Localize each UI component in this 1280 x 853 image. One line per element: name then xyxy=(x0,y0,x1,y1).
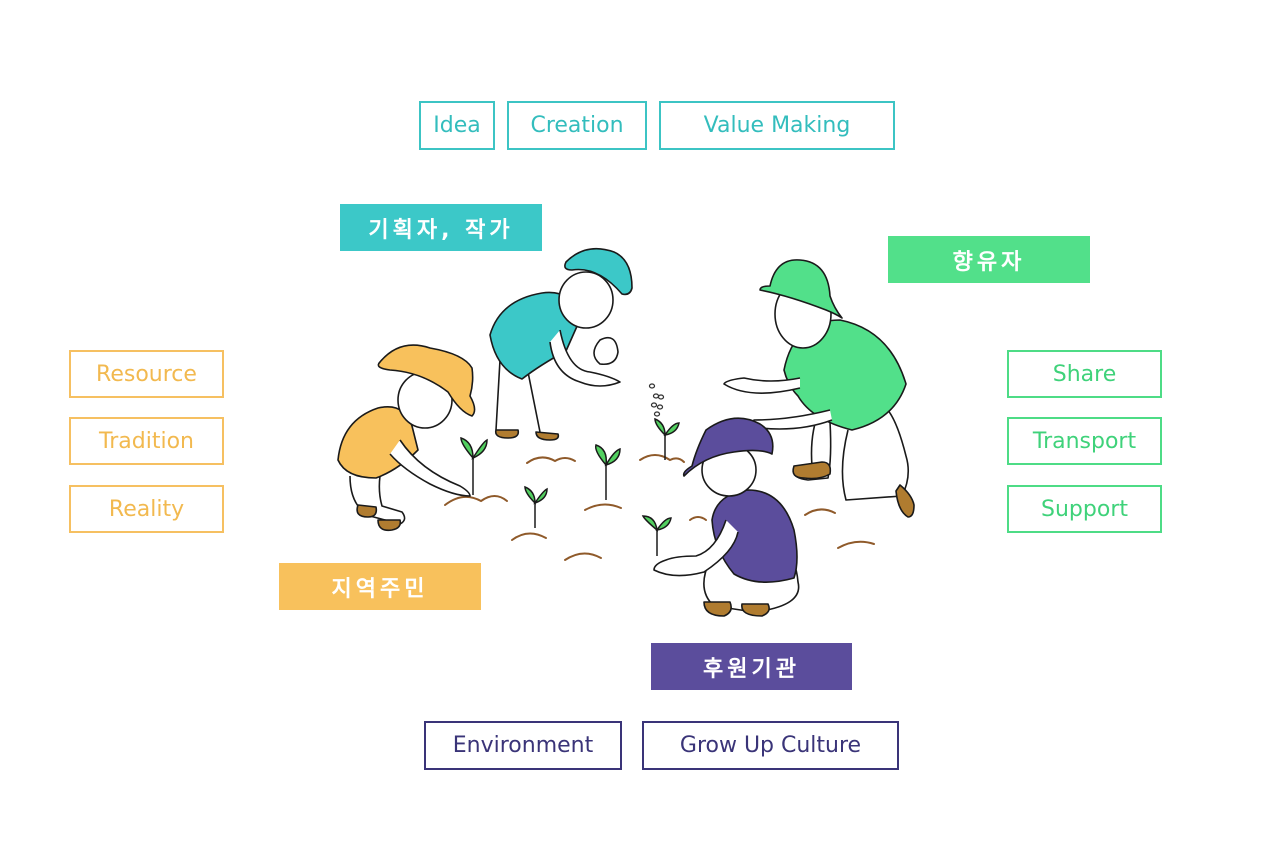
role-label-enjoyer: 향유자 xyxy=(888,236,1090,283)
keyword-environment: Environment xyxy=(424,721,622,770)
keyword-tradition: Tradition xyxy=(69,417,224,465)
keyword-share: Share xyxy=(1007,350,1162,398)
role-label-residents: 지역주민 xyxy=(279,563,481,610)
keyword-resource: Resource xyxy=(69,350,224,398)
enjoyer-figure xyxy=(723,259,915,518)
sponsor-figure xyxy=(653,417,800,617)
keyword-reality: Reality xyxy=(69,485,224,533)
resident-figure xyxy=(337,344,476,532)
keyword-grow-up-culture: Grow Up Culture xyxy=(642,721,899,770)
soil-mounds xyxy=(444,454,875,561)
seedling-icon xyxy=(524,485,548,528)
planner-figure xyxy=(489,247,633,441)
keyword-creation: Creation xyxy=(507,101,647,150)
seedling-icon xyxy=(460,436,488,495)
keyword-transport: Transport xyxy=(1007,417,1162,465)
keyword-value-making: Value Making xyxy=(659,101,895,150)
role-label-sponsor: 후원기관 xyxy=(651,643,852,690)
seedling-icon xyxy=(641,515,672,556)
seedling-icon xyxy=(654,417,680,460)
seedlings xyxy=(460,417,680,556)
water-drops xyxy=(648,383,665,417)
role-label-planner: 기획자, 작가 xyxy=(340,204,542,251)
seedling-icon xyxy=(594,444,621,500)
keyword-idea: Idea xyxy=(419,101,495,150)
keyword-support: Support xyxy=(1007,485,1162,533)
